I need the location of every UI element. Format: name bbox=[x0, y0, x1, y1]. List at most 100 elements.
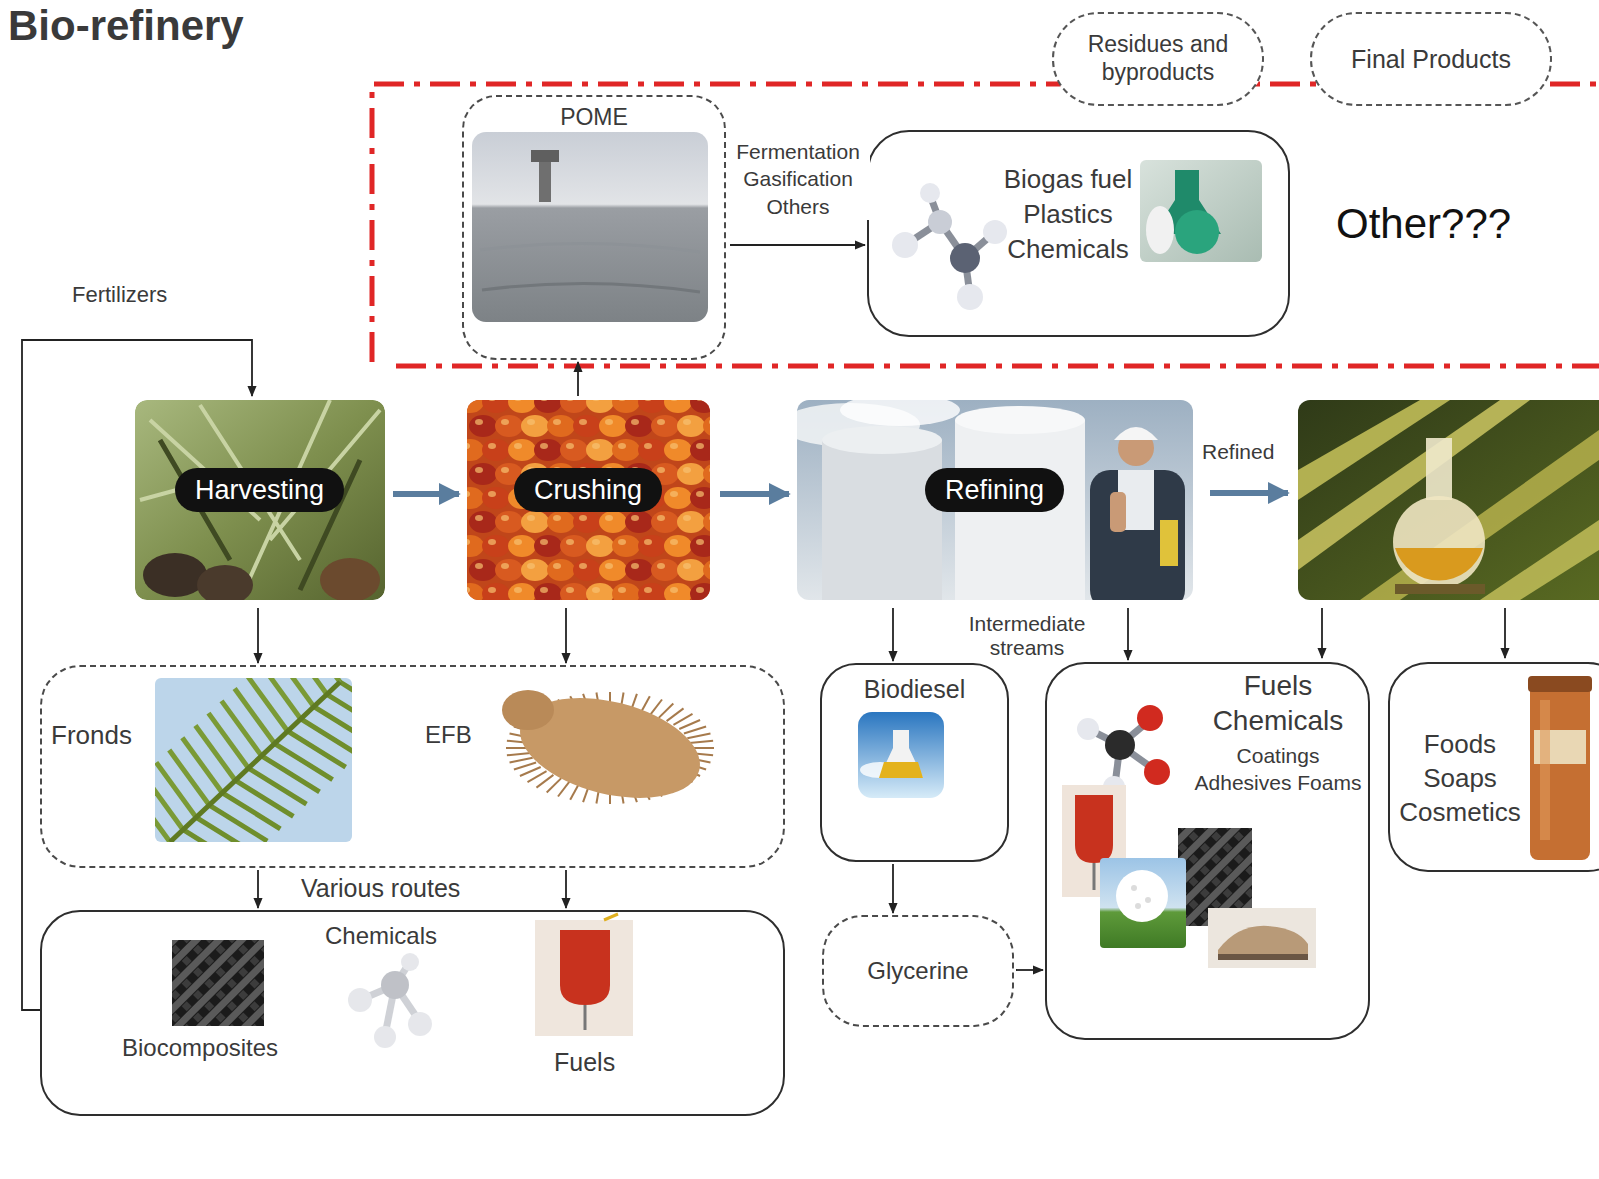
fruit bbox=[467, 400, 484, 413]
fruit bbox=[547, 415, 575, 437]
jar-icon-part bbox=[1530, 684, 1590, 860]
fuel-bag-icon-part bbox=[1075, 795, 1113, 863]
golf-ball-icon-part bbox=[1145, 897, 1151, 903]
efb-fibre bbox=[689, 741, 713, 743]
fruit bbox=[690, 400, 710, 413]
step-label: Harvesting bbox=[175, 468, 344, 512]
process-step: Refining bbox=[797, 400, 1193, 600]
frond-leaflet bbox=[235, 689, 275, 744]
efb-fibre bbox=[558, 781, 570, 797]
fruit-highlight bbox=[644, 443, 652, 449]
flask-photo-part bbox=[1146, 206, 1174, 254]
annotation-label: Other??? bbox=[1336, 200, 1511, 248]
fruit-highlight bbox=[670, 443, 678, 449]
fruit-highlight bbox=[566, 400, 574, 401]
fruit bbox=[651, 415, 679, 437]
oil-photo-part bbox=[1393, 496, 1485, 588]
harvest-photo-part bbox=[320, 558, 380, 600]
refinery-photo-part bbox=[1110, 492, 1126, 532]
fruit bbox=[651, 511, 679, 533]
biodiesel-icon-part bbox=[879, 730, 923, 778]
efb-fibre bbox=[527, 771, 546, 782]
fruit bbox=[467, 487, 484, 509]
fruit-highlight bbox=[540, 400, 548, 401]
node-text: Biogas fuel Plastics Chemicals bbox=[995, 162, 1141, 267]
fruit bbox=[467, 535, 484, 557]
frond-leaflet bbox=[314, 707, 352, 743]
frond-leaflet bbox=[287, 678, 327, 694]
efb-fibre bbox=[667, 708, 684, 721]
fruit bbox=[521, 559, 549, 581]
frond-leaflet bbox=[222, 793, 280, 829]
fruit bbox=[482, 535, 510, 557]
fruit-highlight bbox=[644, 539, 652, 545]
connector-arrow bbox=[1127, 608, 1129, 660]
fruit bbox=[482, 400, 510, 413]
efb-fibre bbox=[679, 720, 700, 729]
fruit-highlight bbox=[709, 563, 710, 569]
fruit bbox=[469, 463, 497, 485]
fruit bbox=[664, 583, 692, 600]
refinery-photo-part bbox=[1090, 470, 1185, 600]
fruit-highlight bbox=[540, 539, 548, 545]
fruit-highlight bbox=[579, 515, 587, 521]
node-text: Fuels Chemicals bbox=[1192, 668, 1364, 738]
biodiesel-icon-part bbox=[879, 762, 923, 778]
fruit bbox=[469, 559, 497, 581]
pome-photo-part bbox=[539, 156, 551, 202]
efb-fibre bbox=[659, 704, 674, 718]
fruit-photo-part bbox=[467, 400, 710, 600]
fruit bbox=[638, 535, 666, 557]
oil-photo bbox=[1298, 400, 1599, 600]
connector-arrow bbox=[257, 870, 259, 908]
annotation-label: Various routes bbox=[298, 874, 463, 903]
fruit bbox=[690, 535, 710, 557]
residue-box: Glycerine bbox=[822, 915, 1014, 1027]
efb-fibre bbox=[547, 778, 562, 792]
golf-ball-icon bbox=[1100, 858, 1186, 948]
fruit-highlight bbox=[670, 539, 678, 545]
fruit bbox=[677, 559, 705, 581]
fruit bbox=[612, 400, 640, 413]
golf-ball-icon-part bbox=[1135, 903, 1141, 909]
fruit-highlight bbox=[527, 419, 535, 425]
fruit bbox=[612, 535, 640, 557]
fruit-highlight bbox=[657, 467, 665, 473]
fruit bbox=[677, 463, 705, 485]
fruit bbox=[703, 463, 710, 485]
fruit bbox=[586, 400, 614, 413]
fruit bbox=[638, 583, 666, 600]
molecule-icon-part bbox=[408, 1012, 432, 1036]
node-text: Fronds bbox=[51, 719, 132, 753]
fruit-highlight bbox=[592, 539, 600, 545]
efb-fibre bbox=[673, 714, 692, 725]
molecule-icon-part bbox=[957, 284, 983, 310]
fruit-highlight bbox=[631, 563, 639, 569]
fruit bbox=[469, 415, 497, 437]
golf-ball-icon-part bbox=[1131, 885, 1137, 891]
fruit-highlight bbox=[696, 491, 704, 497]
fuel-bag-icon-part bbox=[1093, 863, 1096, 890]
fruit-highlight bbox=[488, 539, 496, 545]
harvest-photo bbox=[135, 400, 385, 600]
node-text: Biodiesel bbox=[822, 673, 1007, 706]
molecule-icon-part bbox=[348, 988, 372, 1012]
refinery-photo bbox=[797, 400, 1193, 600]
diagram-title: Bio-refinery bbox=[8, 2, 244, 50]
legend-text: Final Products bbox=[1351, 44, 1511, 74]
fruit-highlight bbox=[501, 563, 509, 569]
frond-leaflet bbox=[327, 694, 352, 730]
fruit-highlight bbox=[467, 443, 470, 449]
fruit bbox=[560, 439, 588, 461]
connector-arrow bbox=[393, 491, 459, 497]
fruit-highlight bbox=[709, 515, 710, 521]
region-frame bbox=[372, 84, 1599, 366]
product-box: Biodiesel bbox=[820, 663, 1009, 862]
fruit-highlight bbox=[467, 491, 470, 497]
fruit-highlight bbox=[488, 491, 496, 497]
molecule-icon-part bbox=[374, 1026, 396, 1048]
pome-photo-part bbox=[482, 283, 700, 292]
node-text: Coatings Adhesives Foams bbox=[1192, 742, 1364, 797]
fruit-highlight bbox=[605, 419, 613, 425]
connector-arrow bbox=[892, 608, 894, 661]
